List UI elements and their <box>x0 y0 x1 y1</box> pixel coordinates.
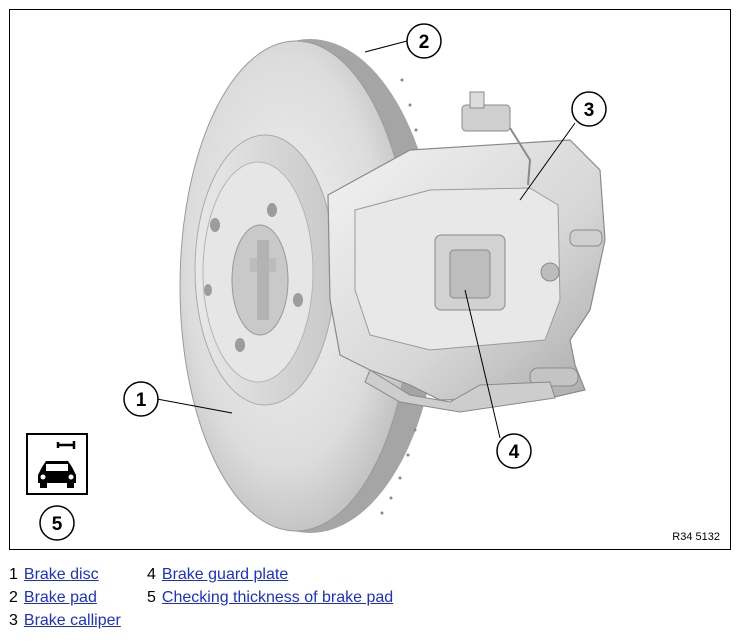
link-brake-disc[interactable]: Brake disc <box>23 566 99 583</box>
brake-assembly-illustration: 1 2 3 4 5 <box>39 23 607 541</box>
callout-3: 3 <box>571 91 607 127</box>
legend-item-2: 2 Brake pad <box>9 589 97 607</box>
legend-item-5: 5 Checking thickness of brake pad <box>147 589 393 607</box>
brake-disc <box>179 39 440 533</box>
callout-4: 4 <box>496 433 532 469</box>
legend-item-4: 4 Brake guard plate <box>147 566 288 584</box>
link-brake-calliper[interactable]: Brake calliper <box>23 612 121 629</box>
svg-text:4: 4 <box>509 442 520 463</box>
link-brake-pad[interactable]: Brake pad <box>23 589 97 606</box>
legend-number: 4 <box>147 566 156 583</box>
brake-calliper <box>327 91 606 413</box>
svg-text:1: 1 <box>136 390 147 411</box>
callout-5: 5 <box>39 505 75 541</box>
svg-text:3: 3 <box>584 100 595 121</box>
legend-number: 1 <box>9 566 18 583</box>
wrench-car-icon <box>26 433 88 495</box>
legend-item-3: 3 Brake calliper <box>9 612 121 630</box>
svg-text:5: 5 <box>52 514 63 535</box>
legend-item-1: 1 Brake disc <box>9 566 99 584</box>
diagram-frame: 1 2 3 4 5 R34 <box>9 9 731 550</box>
legend-number: 2 <box>9 589 18 606</box>
figure-code: R34 5132 <box>672 531 720 543</box>
leader-lines <box>156 40 576 439</box>
link-checking-thickness[interactable]: Checking thickness of brake pad <box>161 589 394 606</box>
link-brake-guard-plate[interactable]: Brake guard plate <box>161 566 289 583</box>
svg-text:2: 2 <box>419 32 430 53</box>
callout-2: 2 <box>406 23 442 59</box>
legend-number: 3 <box>9 612 18 629</box>
legend-number: 5 <box>147 589 156 606</box>
callout-1: 1 <box>123 381 159 417</box>
